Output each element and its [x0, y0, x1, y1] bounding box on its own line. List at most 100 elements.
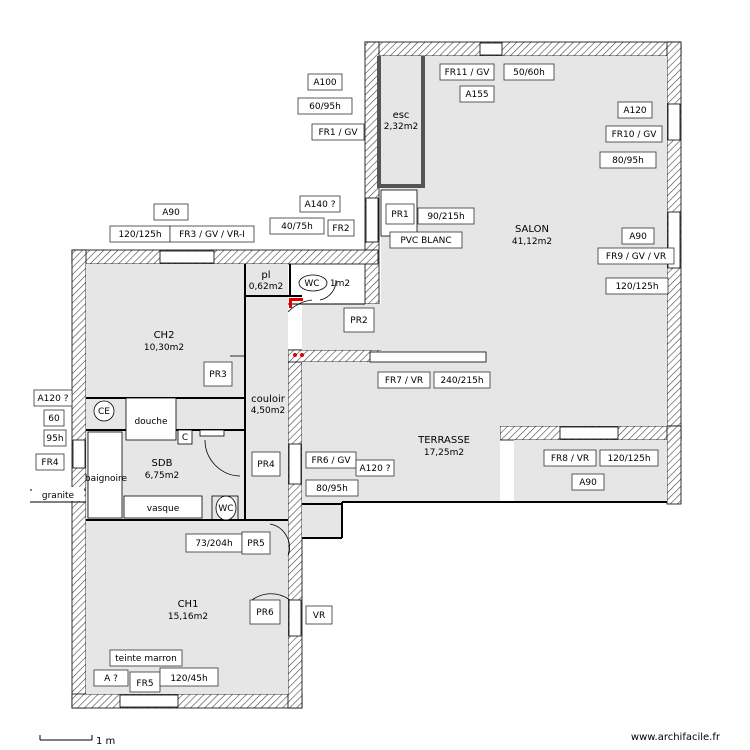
room-ch1-area: 15,16m2: [168, 612, 208, 622]
svg-text:FR11 / GV: FR11 / GV: [445, 68, 491, 78]
svg-text:FR8 / VR: FR8 / VR: [551, 454, 589, 464]
svg-text:80/95h: 80/95h: [316, 484, 348, 494]
tag-teinte-marron: teinte marron: [109, 649, 183, 667]
tag-90-215h: 90/215h: [417, 207, 475, 225]
room-esc-area: 2,32m2: [384, 122, 419, 132]
tag-a140: A140 ?: [299, 195, 341, 213]
red-markers: [289, 298, 304, 357]
c-box: [177, 429, 193, 445]
tag-pr4: PR4: [251, 451, 281, 477]
svg-text:A90: A90: [579, 478, 597, 488]
room-sdb-area: 6,75m2: [145, 471, 180, 481]
room-salon-area: 41,12m2: [512, 237, 552, 247]
tag-a120-right: A120: [617, 101, 653, 119]
fixture-wc-label: WC: [218, 504, 233, 514]
windows: [72, 42, 681, 708]
fixture-labels: douche baignoire vasque WC CE C: [85, 407, 234, 514]
room-pl-name: pl: [261, 270, 270, 281]
tag-fr1: FR1 / GV: [311, 123, 365, 141]
svg-text:A100: A100: [313, 78, 337, 88]
svg-text:FR2: FR2: [332, 224, 349, 234]
tag-95h: 95h: [43, 429, 67, 447]
tag-a90-bottom: A90: [571, 473, 605, 491]
svg-text:FR3 / GV / VR-I: FR3 / GV / VR-I: [179, 230, 245, 240]
tag-120-45h: 120/45h: [159, 667, 219, 687]
svg-text:PR6: PR6: [256, 608, 274, 618]
tag-a120-left: A120 ?: [33, 389, 73, 407]
bathtub: [87, 431, 123, 519]
svg-text:granite: granite: [42, 491, 75, 501]
tag-fr10: FR10 / GV: [605, 125, 663, 143]
svg-text:PR3: PR3: [209, 370, 226, 380]
tag-a90-top: A90: [153, 203, 189, 221]
scale-bar: 1 m: [39, 735, 115, 747]
svg-text:PR2: PR2: [350, 316, 367, 326]
fixture-ce-label: CE: [98, 407, 110, 417]
tag-pr2: PR2: [343, 307, 375, 333]
tag-pvc-blanc: PVC BLANC: [389, 231, 463, 249]
room-sdb-name: SDB: [152, 458, 173, 469]
tag-fr4: FR4: [35, 453, 65, 471]
svg-text:50/60h: 50/60h: [513, 68, 545, 78]
tag-a100: A100: [307, 73, 343, 91]
tag-fr8: FR8 / VR: [543, 449, 597, 467]
svg-text:FR7 / VR: FR7 / VR: [385, 376, 423, 386]
room-esc-name: esc: [393, 110, 410, 121]
svg-text:A90: A90: [162, 208, 180, 218]
room-ch1-name: CH1: [178, 599, 199, 610]
svg-text:60: 60: [48, 414, 60, 424]
tag-fr7: FR7 / VR: [377, 371, 431, 389]
fixture-baignoire-label: baignoire: [85, 474, 128, 484]
tag-a120-mid: A120 ?: [355, 459, 395, 477]
svg-text:PVC BLANC: PVC BLANC: [400, 236, 451, 246]
room-labels: esc 2,32m2 SALON 41,12m2 pl 0,62m2 WC 1m…: [144, 110, 552, 622]
svg-text:A120: A120: [623, 106, 647, 116]
scale-label: 1 m: [96, 736, 115, 747]
room-ch2-name: CH2: [154, 330, 175, 341]
svg-text:FR4: FR4: [41, 458, 58, 468]
room-wc-top-area: 1m2: [330, 279, 350, 289]
tag-fr6: FR6 / GV: [305, 451, 357, 469]
svg-text:A155: A155: [465, 90, 488, 100]
tag-120-125h-left: 120/125h: [109, 225, 171, 243]
svg-text:95h: 95h: [46, 434, 63, 444]
svg-text:PR4: PR4: [257, 460, 275, 470]
shower-tray: [125, 397, 177, 441]
svg-text:73/204h: 73/204h: [195, 539, 232, 549]
tag-80-95h-mid: 80/95h: [305, 479, 359, 497]
tag-fr3: FR3 / GV / VR-I: [169, 225, 255, 243]
tag-240-215h: 240/215h: [433, 371, 491, 389]
tag-120-125h-bottom: 120/125h: [599, 449, 659, 467]
wc-top-bowl: [298, 274, 328, 292]
tag-pr6: PR6: [249, 599, 281, 625]
svg-text:240/215h: 240/215h: [440, 376, 483, 386]
svg-text:120/125h: 120/125h: [615, 282, 658, 292]
svg-text:FR1 / GV: FR1 / GV: [318, 128, 358, 138]
tag-pr3: PR3: [203, 361, 233, 387]
room-terrasse-area: 17,25m2: [424, 448, 464, 458]
granite-label: granite: [30, 487, 86, 503]
doors: [204, 279, 337, 601]
tag-73-204h: 73/204h: [185, 533, 243, 553]
tag-a90-right: A90: [621, 227, 655, 245]
svg-text:A ?: A ?: [104, 674, 118, 684]
tag-120-125h-right: 120/125h: [605, 277, 669, 295]
svg-text:PR1: PR1: [391, 210, 408, 220]
svg-text:PR5: PR5: [247, 539, 264, 549]
esc-walls: [377, 56, 425, 188]
svg-text:40/75h: 40/75h: [281, 222, 313, 232]
tag-60: 60: [43, 409, 65, 427]
svg-text:A140 ?: A140 ?: [305, 200, 336, 210]
room-terrasse-name: TERRASSE: [417, 435, 470, 446]
svg-text:FR10 / GV: FR10 / GV: [612, 130, 658, 140]
tag-vr: VR: [305, 605, 333, 625]
svg-text:FR9 / GV / VR: FR9 / GV / VR: [606, 252, 666, 262]
room-wc-top-name: WC: [304, 279, 319, 289]
fixtures: [87, 189, 418, 521]
room-pl-area: 0,62m2: [249, 282, 284, 292]
tag-fr5: FR5: [129, 671, 161, 693]
svg-text:A120 ?: A120 ?: [360, 464, 391, 474]
watermark: www.archifacile.fr: [631, 732, 721, 743]
svg-text:FR5: FR5: [136, 679, 153, 689]
tag-60-95h: 60/95h: [297, 97, 353, 115]
